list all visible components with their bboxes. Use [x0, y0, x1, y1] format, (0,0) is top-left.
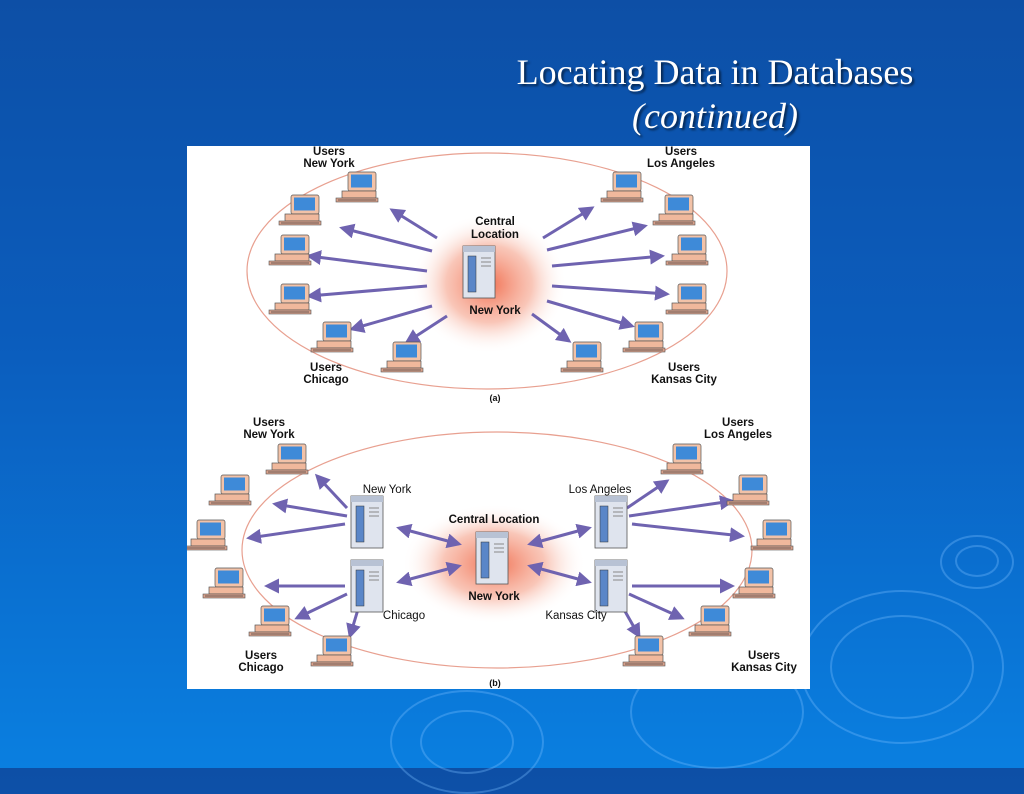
- arrow: [389, 208, 438, 240]
- computer-icon: [202, 567, 246, 599]
- arrow: [396, 561, 462, 587]
- caption-a: (a): [490, 393, 501, 403]
- slide-title: Locating Data in Databases (continued): [480, 50, 950, 138]
- users-label: Users: [253, 417, 285, 429]
- computer-icon: [726, 474, 770, 506]
- users-label: Users: [310, 362, 342, 374]
- computer-icon: [652, 194, 696, 226]
- server-icon: [350, 559, 384, 613]
- network-ring: [246, 152, 728, 390]
- central-city-label: New York: [468, 591, 520, 603]
- users-label: Users: [245, 650, 277, 662]
- background-ripple: [955, 545, 999, 577]
- users-new-york-label: New York: [243, 429, 295, 441]
- arrow: [396, 523, 462, 549]
- slide-title-subtitle: (continued): [632, 96, 798, 136]
- computer-icon: [688, 605, 732, 637]
- arrow: [546, 221, 648, 252]
- computer-icon: [310, 321, 354, 353]
- server-new-york-label: New York: [363, 484, 412, 496]
- background-ripple: [420, 710, 514, 774]
- computer-icon: [660, 443, 704, 475]
- arrow-group: [306, 206, 670, 344]
- server-chicago-label: Chicago: [383, 610, 425, 622]
- users-chicago-label: Chicago: [303, 374, 348, 386]
- arrow: [628, 495, 735, 518]
- arrow: [527, 523, 592, 549]
- computer-icon: [248, 605, 292, 637]
- arrow: [349, 304, 433, 333]
- users-label: Users: [665, 146, 697, 158]
- caption-b: (b): [489, 678, 501, 688]
- computer-icon: [665, 234, 709, 266]
- arrow: [542, 206, 595, 240]
- computer-icon: [732, 567, 776, 599]
- arrow: [527, 561, 592, 587]
- arrow: [626, 479, 670, 510]
- users-label: Users: [748, 650, 780, 662]
- arrow: [306, 250, 428, 273]
- central-label-line1: Central: [475, 216, 515, 228]
- arrow: [314, 473, 349, 510]
- computer-icon: [600, 171, 644, 203]
- arrow: [531, 312, 572, 343]
- arrow: [631, 522, 745, 543]
- arrow: [546, 299, 635, 330]
- arrow: [628, 592, 685, 620]
- computer-icon: [380, 341, 424, 373]
- arrow: [551, 249, 665, 268]
- users-label: Users: [722, 417, 754, 429]
- computer-icon: [665, 283, 709, 315]
- server-icon: [594, 559, 628, 613]
- users-new-york-label: New York: [303, 158, 355, 170]
- diagram-a: Central Location New York Users New York…: [246, 146, 728, 403]
- database-location-figure: Central Location New York Users New York…: [187, 146, 810, 689]
- users-kansas-city-label: Kansas City: [651, 374, 717, 386]
- central-label-line2: Location: [471, 229, 519, 241]
- computer-icon: [750, 519, 794, 551]
- computer-icon: [268, 283, 312, 315]
- arrow: [294, 592, 348, 620]
- server-icon: [350, 495, 384, 549]
- arrow-group: [246, 473, 745, 639]
- arrow: [246, 522, 346, 544]
- diagram-b: Central Location New York New York Los A…: [187, 417, 798, 688]
- computer-icon: [278, 194, 322, 226]
- computer-icon: [187, 519, 228, 551]
- users-label: Users: [668, 362, 700, 374]
- background-ripple: [940, 535, 1014, 589]
- central-server-icon: [462, 245, 496, 299]
- users-chicago-label: Chicago: [238, 662, 283, 674]
- computer-icon: [265, 443, 309, 475]
- slide-title-main: Locating Data in Databases: [516, 52, 914, 92]
- background-ripple: [830, 615, 974, 719]
- arrow: [404, 314, 448, 344]
- central-city-label: New York: [469, 305, 521, 317]
- arrow: [339, 223, 433, 253]
- arrow: [551, 284, 670, 301]
- computer-icon: [310, 635, 354, 667]
- central-server-icon: [475, 531, 509, 585]
- server-kansas-city-label: Kansas City: [545, 610, 607, 622]
- users-los-angeles-label: Los Angeles: [647, 158, 715, 170]
- server-los-angeles-label: Los Angeles: [569, 484, 632, 496]
- figure-svg: Central Location New York Users New York…: [187, 146, 798, 688]
- users-los-angeles-label: Los Angeles: [704, 429, 772, 441]
- server-icon: [594, 495, 628, 549]
- computer-icon: [560, 341, 604, 373]
- users-label: Users: [313, 146, 345, 158]
- computer-icon: [208, 474, 252, 506]
- arrow: [272, 498, 348, 518]
- central-label: Central Location: [449, 514, 540, 526]
- users-kansas-city-label: Kansas City: [731, 662, 797, 674]
- computer-icon: [268, 234, 312, 266]
- arrow: [306, 284, 428, 303]
